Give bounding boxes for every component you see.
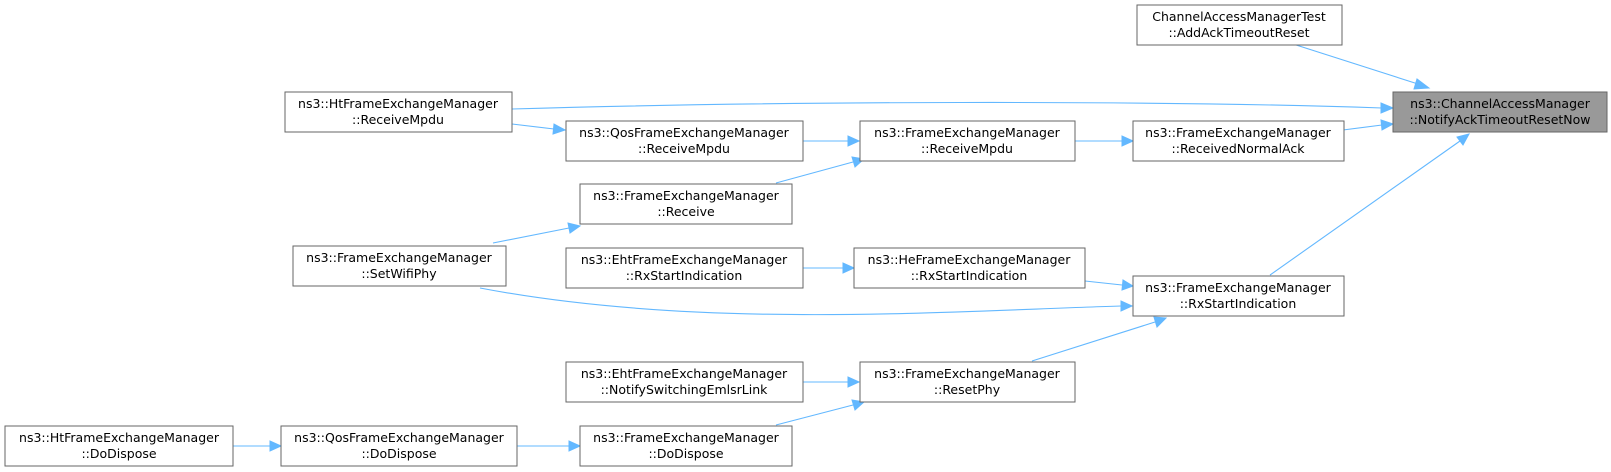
- edge-arrowhead: [1121, 135, 1135, 147]
- node-label-line2: ::DoDispose: [648, 446, 723, 461]
- node-qos-recv[interactable]: ns3::QosFrameExchangeManager ::ReceiveMp…: [565, 120, 804, 162]
- node-target[interactable]: ns3::ChannelAccessManager ::NotifyAckTim…: [1392, 91, 1608, 133]
- node-label-line1: ChannelAccessManagerTest: [1152, 9, 1326, 24]
- edge-fem-ack-to-target: [1342, 124, 1383, 131]
- edge-arrowhead: [842, 262, 856, 274]
- node-label-line2: ::RxStartIndication: [1180, 296, 1297, 311]
- node-label-line2: ::ReceivedNormalAck: [1172, 141, 1306, 156]
- node-label-line1: ns3::QosFrameExchangeManager: [579, 125, 789, 140]
- node-qos-dispose[interactable]: ns3::QosFrameExchangeManager ::DoDispose: [280, 425, 518, 467]
- edge-arrowhead: [847, 135, 861, 147]
- node-eht-emlsr[interactable]: ns3::EhtFrameExchangeManager ::NotifySwi…: [565, 361, 804, 403]
- node-label-line1: ns3::FrameExchangeManager: [593, 430, 779, 445]
- node-label-line2: ::ReceiveMpdu: [638, 141, 730, 156]
- node-fem-recv[interactable]: ns3::FrameExchangeManager ::ReceiveMpdu: [859, 120, 1076, 162]
- node-fem-ack[interactable]: ns3::FrameExchangeManager ::ReceivedNorm…: [1132, 120, 1345, 162]
- node-label-line2: ::SetWifiPhy: [361, 266, 437, 281]
- node-ht-recv[interactable]: ns3::HtFrameExchangeManager ::ReceiveMpd…: [284, 91, 513, 133]
- node-ht-dispose[interactable]: ns3::HtFrameExchangeManager ::DoDispose: [4, 425, 234, 467]
- node-test[interactable]: ChannelAccessManagerTest ::AddAckTimeout…: [1136, 4, 1343, 46]
- node-layer: ns3::ChannelAccessManager ::NotifyAckTim…: [4, 4, 1608, 467]
- edge-arrowhead: [552, 123, 567, 135]
- node-label-line2: ::RxStartIndication: [911, 268, 1028, 283]
- node-label-line2: ::DoDispose: [361, 446, 436, 461]
- node-label-line1: ns3::FrameExchangeManager: [874, 366, 1060, 381]
- edge-arrowhead: [1380, 102, 1395, 114]
- node-label-line1: ns3::FrameExchangeManager: [593, 188, 779, 203]
- node-label-line1: ns3::FrameExchangeManager: [306, 250, 492, 265]
- node-fem-dispose[interactable]: ns3::FrameExchangeManager ::DoDispose: [579, 425, 793, 467]
- node-label-line2: ::ReceiveMpdu: [921, 141, 1013, 156]
- node-label-line1: ns3::FrameExchangeManager: [1145, 280, 1331, 295]
- node-label-line1: ns3::FrameExchangeManager: [1145, 125, 1331, 140]
- edge-arrowhead: [269, 440, 283, 452]
- node-label-line2: ::ReceiveMpdu: [352, 112, 444, 127]
- edge-reset-to-fem-rx: [1031, 321, 1156, 362]
- node-label-line1: ns3::ChannelAccessManager: [1410, 96, 1591, 111]
- edge-arrowhead: [1380, 119, 1395, 131]
- edge-arrowhead: [1153, 316, 1168, 328]
- edge-arrowhead: [1456, 133, 1470, 146]
- node-label-line2: ::DoDispose: [81, 446, 156, 461]
- node-label-line1: ns3::EhtFrameExchangeManager: [581, 252, 788, 267]
- edge-arrowhead: [1121, 279, 1135, 291]
- node-label-line2: ::Receive: [657, 204, 715, 219]
- edge-ht-recv-to-target: [511, 101, 1383, 110]
- edge-arrowhead: [567, 222, 582, 234]
- node-label-line1: ns3::QosFrameExchangeManager: [294, 430, 504, 445]
- edge-fem-receive-to-fem-recv: [775, 161, 854, 184]
- edge-test-to-target: [1292, 43, 1419, 85]
- node-fem-rx[interactable]: ns3::FrameExchangeManager ::RxStartIndic…: [1132, 275, 1345, 317]
- node-label-line2: ::ResetPhy: [934, 382, 1001, 397]
- node-fem-setphy[interactable]: ns3::FrameExchangeManager ::SetWifiPhy: [292, 245, 507, 287]
- edge-arrowhead: [1413, 78, 1431, 90]
- node-label-line1: ns3::EhtFrameExchangeManager: [581, 366, 788, 381]
- edge-fem-rx-to-target: [1269, 140, 1461, 276]
- edge-layer: [233, 43, 1470, 452]
- edge-arrowhead: [847, 376, 861, 388]
- edge-setphy-to-fem-rx: [479, 287, 1122, 316]
- node-label-line2: ::NotifyAckTimeoutResetNow: [1409, 112, 1590, 127]
- node-he-rx[interactable]: ns3::HeFrameExchangeManager ::RxStartInd…: [853, 247, 1086, 289]
- edge-setphy-to-fem-receive: [492, 227, 570, 244]
- edge-ht-recv-to-qos-recv: [511, 123, 555, 130]
- node-fem-receive[interactable]: ns3::FrameExchangeManager ::Receive: [579, 183, 793, 225]
- node-label-line1: ns3::HtFrameExchangeManager: [298, 96, 499, 111]
- edge-fem-dispose-to-reset: [775, 404, 854, 426]
- node-label-line1: ns3::FrameExchangeManager: [874, 125, 1060, 140]
- node-label-line2: ::RxStartIndication: [626, 268, 743, 283]
- node-label-line2: ::NotifySwitchingEmlsrLink: [601, 382, 769, 397]
- node-label-line1: ns3::HtFrameExchangeManager: [19, 430, 220, 445]
- edge-he-rx-to-fem-rx: [1084, 280, 1123, 286]
- edge-arrowhead: [568, 440, 582, 452]
- node-label-line1: ns3::HeFrameExchangeManager: [868, 252, 1072, 267]
- node-fem-reset[interactable]: ns3::FrameExchangeManager ::ResetPhy: [859, 361, 1076, 403]
- node-label-line2: ::AddAckTimeoutReset: [1168, 25, 1309, 40]
- edge-arrowhead: [1120, 300, 1134, 312]
- node-eht-rx[interactable]: ns3::EhtFrameExchangeManager ::RxStartIn…: [565, 247, 804, 289]
